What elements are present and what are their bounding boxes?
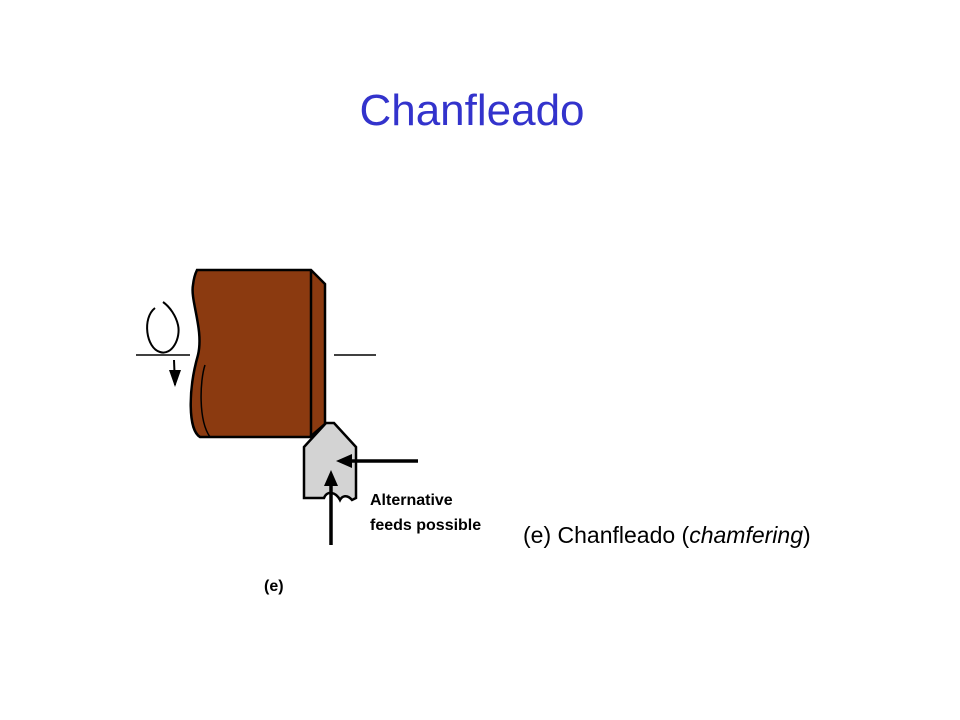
annotation-line-1: Alternative	[370, 492, 453, 509]
caption-italic: chamfering	[689, 522, 803, 548]
rotation-arrow-icon	[146, 301, 181, 387]
slide-title: Chanfleado	[359, 86, 585, 135]
caption-suffix: )	[802, 522, 811, 548]
axial-feed-arrow-icon	[324, 470, 338, 545]
annotation-line-2: feeds possible	[370, 517, 481, 534]
figure-label: (e)	[264, 578, 284, 595]
figure-caption: (e) Chanfleado (chamfering)	[523, 522, 811, 549]
cutting-tool	[302, 421, 358, 503]
caption-prefix: (e) Chanfleado (	[523, 522, 690, 548]
radial-feed-arrow-icon	[336, 454, 418, 468]
workpiece	[189, 268, 327, 439]
